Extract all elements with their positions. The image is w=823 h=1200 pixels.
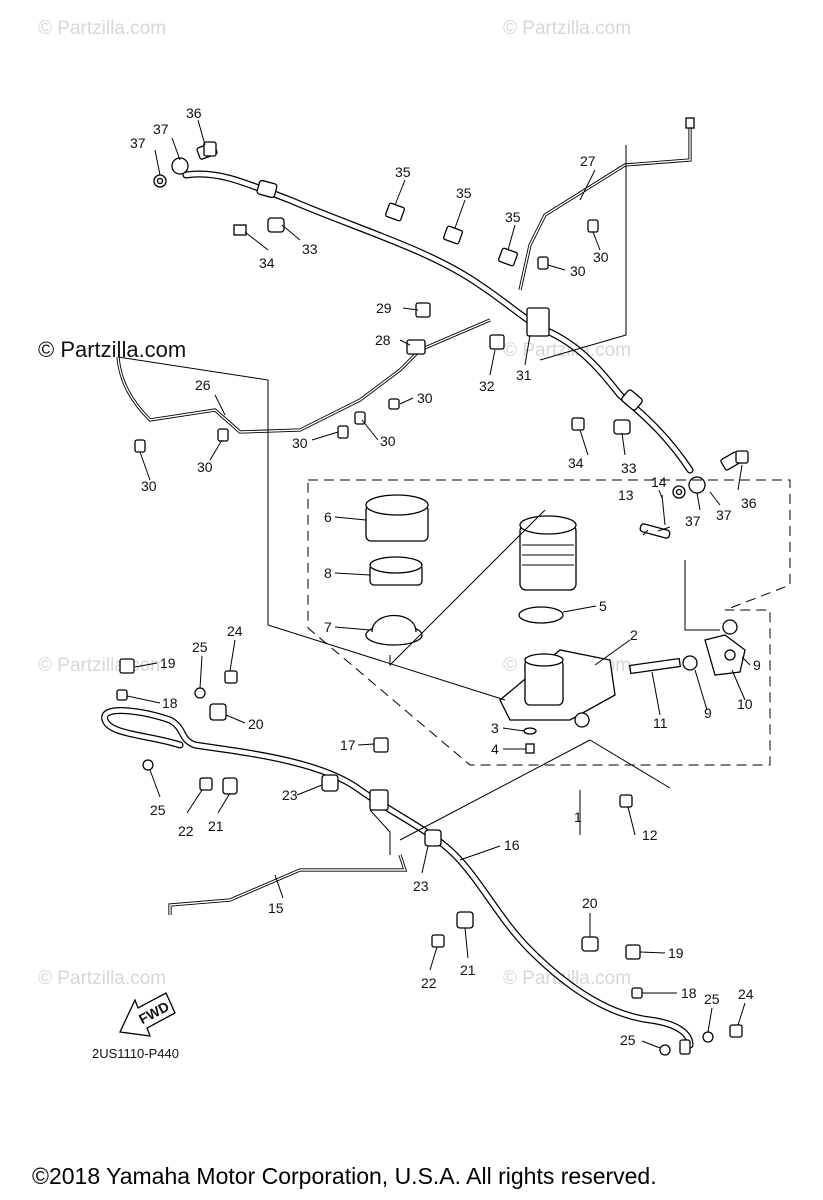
callout-26: 26: [195, 377, 211, 393]
callout-16: 16: [504, 837, 520, 853]
fwd-arrow: FWD: [119, 992, 176, 1037]
callouts: 1 2 3 4 5 6 7 8 9 9 10 11 12 13 14 15 16…: [130, 105, 761, 1048]
plate-8: [369, 556, 423, 586]
callout-12: 12: [642, 827, 658, 843]
master-cylinder-group: [307, 479, 791, 766]
wm-bottom-left: © Partzilla.com: [38, 968, 167, 989]
callout-17: 17: [340, 737, 356, 753]
callout-37a: 37: [130, 135, 146, 151]
callout-20a: 20: [248, 716, 264, 732]
callout-11: 11: [653, 715, 668, 731]
callout-31: 31: [516, 367, 532, 383]
callout-19a: 19: [160, 655, 176, 671]
callout-3: 3: [491, 720, 499, 736]
diaphragm-7: [365, 614, 423, 646]
callout-19b: 19: [668, 945, 684, 961]
callout-33a: 33: [302, 241, 318, 257]
callout-35c: 35: [505, 209, 521, 225]
callout-22b: 22: [421, 975, 437, 991]
leader-lines: [126, 119, 751, 1049]
master-cylinder-body: [499, 649, 616, 728]
callout-36b: 36: [741, 495, 757, 511]
callout-30d: 30: [292, 435, 308, 451]
left-brake-pipe: [116, 318, 491, 434]
callout-35b: 35: [456, 185, 472, 201]
fasteners: [116, 141, 749, 1056]
callout-24b: 24: [738, 986, 754, 1002]
callout-9a: 9: [753, 657, 761, 673]
callout-18a: 18: [162, 695, 178, 711]
callout-8: 8: [324, 565, 332, 581]
callout-21b: 21: [460, 962, 476, 978]
callout-4: 4: [491, 741, 499, 757]
callout-24a: 24: [227, 623, 243, 639]
callout-34b: 34: [568, 455, 584, 471]
callout-36a: 36: [186, 105, 202, 121]
callout-25d: 25: [620, 1032, 636, 1048]
callout-22a: 22: [178, 823, 194, 839]
callout-30g: 30: [141, 478, 157, 494]
callout-14: 14: [651, 474, 667, 490]
callout-20b: 20: [582, 895, 598, 911]
callout-6: 6: [324, 509, 332, 525]
callout-37d: 37: [716, 507, 732, 523]
upper-hose: [182, 170, 694, 474]
callout-9b: 9: [704, 705, 712, 721]
bracket-10: [704, 634, 746, 676]
callout-35a: 35: [395, 164, 411, 180]
wm-top-right: © Partzilla.com: [503, 18, 632, 39]
callout-5: 5: [599, 598, 607, 614]
upper-fittings: [153, 142, 742, 499]
callout-34a: 34: [259, 255, 275, 271]
callout-2: 2: [630, 627, 638, 643]
callout-10: 10: [737, 696, 753, 712]
callout-32: 32: [479, 378, 495, 394]
callout-23a: 23: [282, 787, 298, 803]
callout-30e: 30: [380, 433, 396, 449]
callout-33b: 33: [621, 460, 637, 476]
diagram-code: 2US1110-P440: [92, 1046, 179, 1061]
copyright-notice: ©2018 Yamaha Motor Corporation, U.S.A. A…: [32, 1163, 657, 1189]
callout-29: 29: [376, 300, 392, 316]
ref-lines: [117, 145, 720, 855]
wm-top-left: © Partzilla.com: [38, 18, 167, 39]
callout-15: 15: [268, 900, 284, 916]
callout-28: 28: [375, 332, 391, 348]
callout-37c: 37: [685, 513, 701, 529]
callout-13: 13: [618, 487, 634, 503]
cap-6: [365, 494, 429, 542]
callout-30c: 30: [417, 390, 433, 406]
callout-25a: 25: [192, 639, 208, 655]
lower-hose: [101, 707, 694, 1049]
brake-pipe-15: [168, 854, 408, 915]
callout-25b: 25: [150, 802, 166, 818]
callout-30a: 30: [570, 263, 586, 279]
callout-1: 1: [574, 809, 582, 825]
callout-27: 27: [580, 153, 596, 169]
callout-25c: 25: [704, 991, 720, 1007]
wm-mid-right: © Partzilla.com: [503, 340, 632, 361]
callout-30f: 30: [197, 459, 213, 475]
callout-30b: 30: [593, 249, 609, 265]
watermark-main: © Partzilla.com: [38, 337, 187, 362]
callout-23b: 23: [413, 878, 429, 894]
callout-7: 7: [324, 619, 332, 635]
callout-18b: 18: [681, 985, 697, 1001]
callout-37b: 37: [153, 121, 169, 137]
callout-21a: 21: [208, 818, 224, 834]
